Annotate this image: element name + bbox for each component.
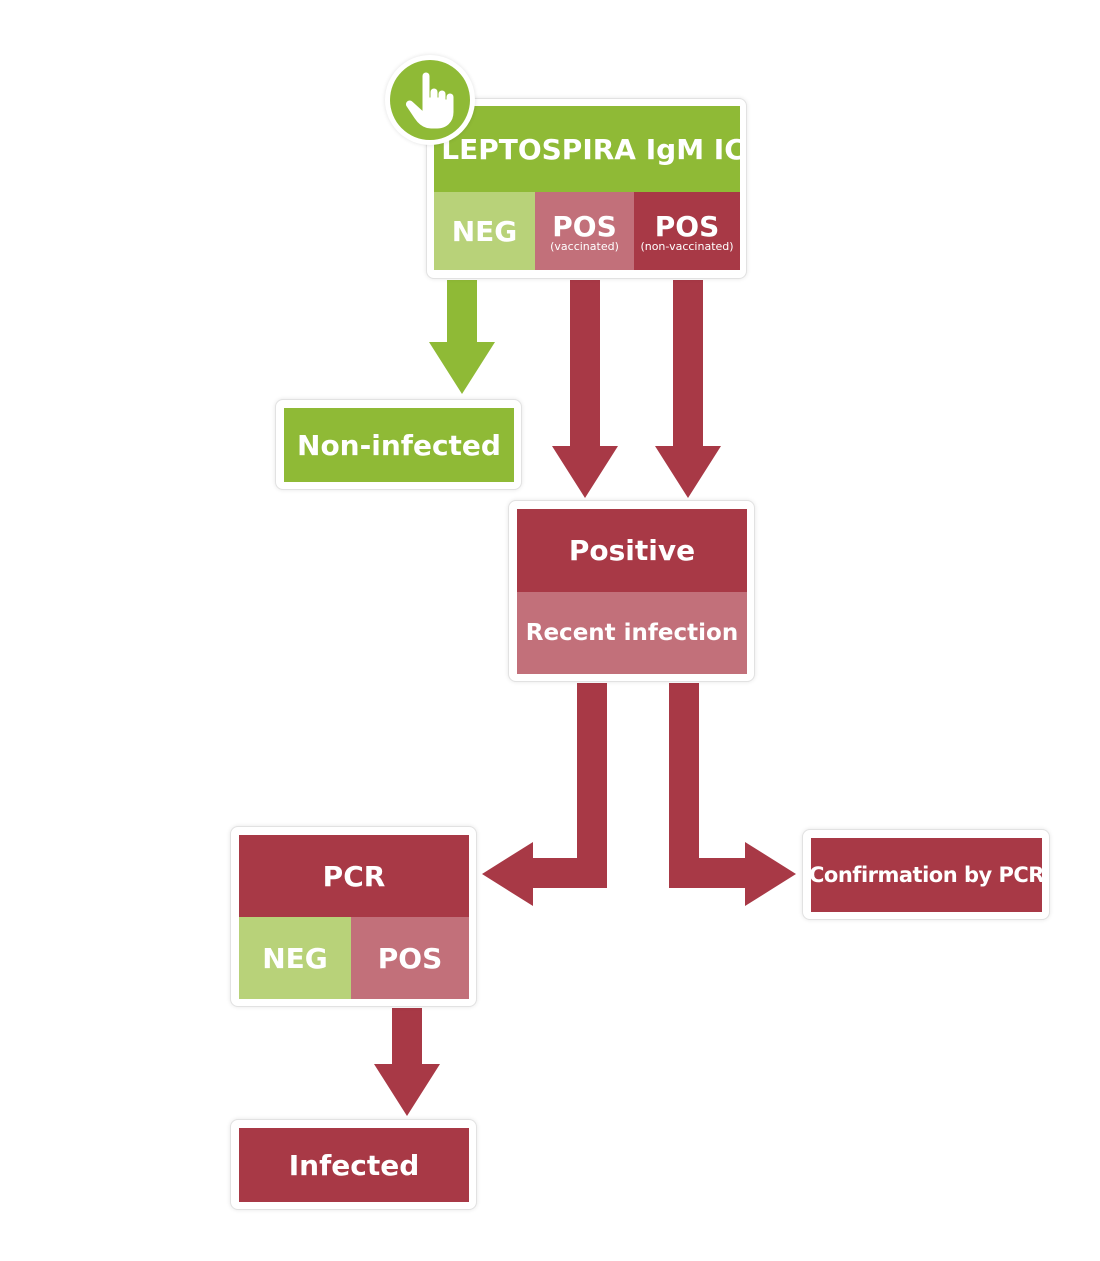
recent-infection: Recent infection xyxy=(517,592,747,674)
arrow-positive-to-confirmation xyxy=(669,683,796,906)
arrow-positive-to-pcr xyxy=(482,683,607,906)
positive-title: Positive xyxy=(517,509,747,592)
pointing-hand-icon xyxy=(406,72,454,129)
pcr-neg-label: NEG xyxy=(262,941,328,975)
pcr-title: PCR xyxy=(239,835,469,917)
positive-card: Positive Recent infection xyxy=(508,500,755,682)
test-title: LEPTOSPIRA IgM IC xyxy=(434,106,745,192)
pointing-hand-badge xyxy=(385,55,475,145)
pos-non-vaccinated-label: POS xyxy=(654,209,720,243)
test-title-text: LEPTOSPIRA IgM IC xyxy=(441,132,745,166)
confirmation-box: Confirmation by PCR xyxy=(809,838,1044,912)
pos-non-vaccinated-note: (non-vaccinated) xyxy=(640,239,734,253)
infected-box: Infected xyxy=(239,1128,469,1202)
pcr-title-text: PCR xyxy=(322,859,386,893)
pcr-result-pos: POS xyxy=(351,917,469,999)
non-infected-card: Non-infected xyxy=(275,399,522,490)
confirmation-label: Confirmation by PCR xyxy=(809,863,1044,887)
pos-vaccinated-note: (vaccinated) xyxy=(550,239,619,253)
leptospira-test-card: LEPTOSPIRA IgM IC NEG POS (vaccinated) P… xyxy=(426,98,747,279)
non-infected-label: Non-infected xyxy=(297,428,501,462)
arrow-pos-vaccinated-to-positive xyxy=(552,280,618,498)
arrow-neg-to-non-infected xyxy=(429,280,495,394)
test-result-pos-vaccinated: POS (vaccinated) xyxy=(535,192,634,270)
recent-infection-text: Recent infection xyxy=(525,620,739,646)
test-result-pos-non-vaccinated: POS (non-vaccinated) xyxy=(634,192,740,270)
arrow-pcr-to-infected xyxy=(374,1008,440,1116)
infected-card: Infected xyxy=(230,1119,477,1210)
pcr-result-neg: NEG xyxy=(239,917,351,999)
infected-label: Infected xyxy=(288,1148,420,1182)
positive-title-text: Positive xyxy=(568,534,696,567)
confirmation-card: Confirmation by PCR xyxy=(802,829,1050,920)
test-result-neg-label: NEG xyxy=(451,214,518,248)
test-result-neg: NEG xyxy=(434,192,535,270)
arrow-pos-non-vaccinated-to-positive xyxy=(655,280,721,498)
pcr-pos-label: POS xyxy=(377,941,443,975)
pcr-card: PCR NEG POS xyxy=(230,826,477,1007)
non-infected-box: Non-infected xyxy=(284,408,514,482)
pos-vaccinated-label: POS xyxy=(552,209,617,243)
